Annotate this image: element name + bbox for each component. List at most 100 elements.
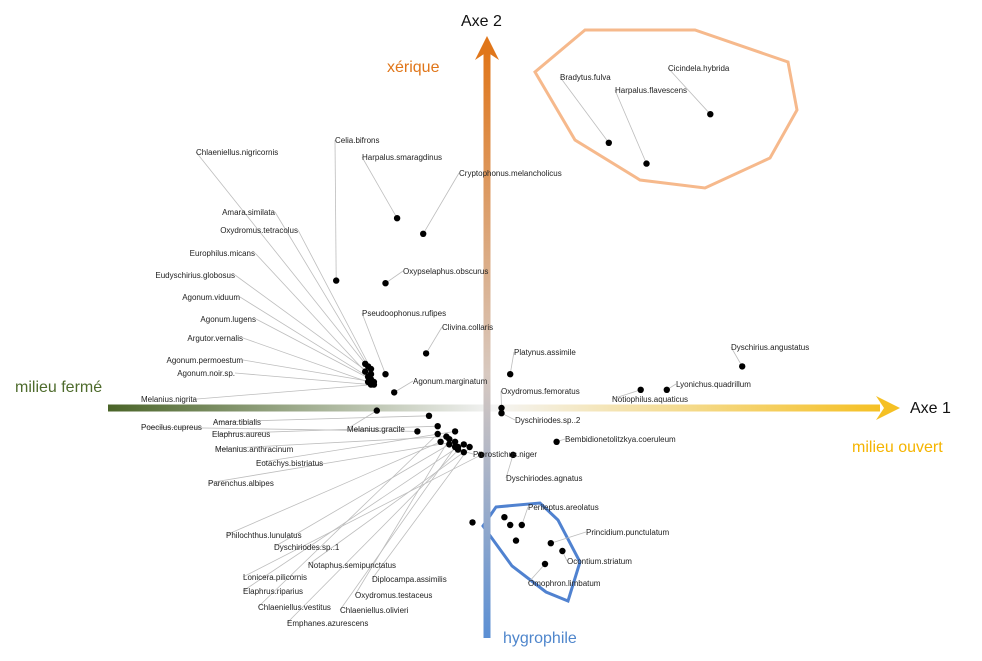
species-label-agonum-marginatum: Agonum.marginatum — [413, 377, 488, 386]
leader-line-diplocampa-assimilis — [371, 446, 470, 580]
leader-line-lonicera-pilicornis — [242, 454, 482, 578]
hygrophile-group-hull — [481, 501, 582, 604]
species-label-oxypselaphus-obscurus: Oxypselaphus.obscurus — [403, 267, 488, 276]
leader-line-harpalus-smaragdinus — [361, 156, 398, 219]
data-point-cryptophonus-melancholicus — [420, 230, 427, 237]
data-points — [333, 111, 746, 568]
leader-line-amara-tibialis — [212, 415, 430, 423]
species-label-agonum-permoestum: Agonum.permoestum — [167, 356, 244, 365]
data-point-melanius-gracile — [373, 407, 380, 414]
leader-line-agonum-noir-sp — [234, 372, 372, 385]
leader-line-dyschirius-angustatus — [730, 346, 743, 367]
species-label-harpalus-flavescens: Harpalus.flavescens — [615, 86, 687, 95]
species-label-oxydromus-femoratus: Oxydromus.femoratus — [501, 387, 580, 396]
data-point-dyschirius-angustatus — [739, 363, 746, 370]
species-label-agonum-lugens: Agonum.lugens — [200, 315, 256, 324]
data-point-europhilus-micans — [362, 368, 369, 375]
species-label-diplocampa-assimilis: Diplocampa.assimilis — [372, 575, 447, 584]
data-point-pseudoophonus-rufipes — [382, 371, 389, 378]
data-point-dyschiriodes-sp-2 — [498, 410, 505, 417]
data-point-amara-tibialis — [425, 412, 433, 419]
leader-line-pseudoophonus-rufipes — [361, 312, 386, 375]
data-point-harpalus-flavescens — [643, 160, 650, 167]
leader-line-philochthus-lunulatus — [225, 441, 441, 536]
leader-line-eotachys-bistriatus — [255, 431, 456, 464]
species-label-dyschirius-angustatus: Dyschirius.angustatus — [731, 343, 809, 352]
data-point-clivina-collaris — [422, 350, 430, 357]
data-point-elaphrus-aureus — [434, 423, 441, 430]
axes — [108, 36, 900, 638]
axis-1-line — [108, 404, 880, 412]
species-label-eudyschirius-globosus: Eudyschirius.globosus — [155, 271, 235, 280]
species-label-europhilus-micans: Europhilus.micans — [190, 249, 255, 258]
species-label-pterostichus-niger: Pterostichus.niger — [473, 450, 537, 459]
data-point-diplocampa-assimilis — [466, 443, 473, 451]
group-hulls — [481, 28, 799, 604]
species-label-agonum-noir-sp: Agonum.noir.sp. — [177, 369, 235, 378]
data-point-perileptus-areolatus — [518, 521, 525, 529]
leader-line-argutor-vernalis — [242, 337, 369, 383]
data-point-unlabelled-a — [501, 514, 508, 521]
leader-line-oxydromus-tetracolus — [297, 229, 372, 370]
species-label-bradytus-fulva: Bradytus.fulva — [560, 73, 611, 82]
species-label-amara-similata: Amara.similata — [222, 208, 275, 217]
species-label-harpalus-smaragdinus: Harpalus.smaragdinus — [362, 153, 442, 162]
leader-line-cryptophonus-melancholicus — [422, 172, 460, 235]
leader-line-cicindela-hybrida — [667, 67, 711, 115]
leader-line-clivina-collaris — [425, 326, 443, 354]
leader-line-celia-bifrons — [334, 139, 337, 281]
leader-line-dyschiriodes-agnatus — [505, 454, 514, 479]
data-point-chlaeniellus-vestitus — [434, 430, 441, 438]
data-point-lonicera-pilicornis — [478, 451, 485, 458]
species-label-lyonichus-quadrillum: Lyonichus.quadrillum — [676, 380, 751, 389]
leader-line-elaphrus-riparius — [242, 446, 459, 592]
data-point-dyschiriodes-agnatus — [509, 451, 517, 458]
species-label-poecilus-cupreus: Poecilus.cupreus — [141, 423, 202, 432]
data-point-oxydromus-femoratus — [498, 404, 505, 412]
axis-2-arrowhead — [475, 36, 499, 60]
data-point-emphanes-azurescens — [460, 441, 467, 448]
axis-1-arrowhead — [876, 396, 900, 420]
species-label-elaphrus-aureus: Elaphrus.aureus — [212, 430, 270, 439]
species-label-melanius-gracile: Melanius.gracile — [347, 425, 405, 434]
species-label-dyschiriodes-sp-2: Dyschiriodes.sp..2 — [515, 416, 581, 425]
data-point-philochthus-lunulatus — [437, 438, 444, 445]
axis-2-title: Axe 2 — [461, 13, 502, 30]
leader-line-chlaeniellus-olivieri — [339, 446, 456, 611]
species-label-agonum-viduum: Agonum.viduum — [182, 293, 240, 302]
leader-line-melanius-gracile — [346, 410, 378, 430]
species-label-philochthus-lunulatus: Philochthus.lunulatus — [226, 531, 302, 540]
data-point-bembidionetolitzkya-coeruleum — [553, 438, 560, 445]
leader-line-poecilus-cupreus — [140, 426, 418, 432]
leader-line-agonum-lugens — [255, 318, 372, 380]
milieu-ferme-pole-label: milieu fermé — [15, 379, 102, 396]
species-label-eotachys-bistriatus: Eotachys.bistriatus — [256, 459, 323, 468]
data-point-melanius-nigrita — [370, 381, 378, 388]
hygrophile-pole-label: hygrophile — [503, 630, 577, 647]
data-point-lyonichus-quadrillum — [663, 386, 670, 393]
data-point-omophron-limbatum — [541, 560, 549, 568]
data-point-chlaeniellus-olivieri — [451, 443, 459, 451]
leader-line-eudyschirius-globosus — [234, 274, 372, 375]
leader-line-elaphrus-aureus — [211, 425, 438, 435]
species-label-platynus-assimile: Platynus.assimile — [514, 348, 576, 357]
data-point-unlabelled-d — [512, 537, 520, 544]
data-point-notaphus-semipunctatus — [460, 449, 467, 456]
species-label-ocontium-striatum: Ocontium.striatum — [567, 557, 632, 566]
data-point-poecilus-cupreus — [414, 428, 421, 435]
data-point-ocontium-striatum — [559, 547, 566, 555]
species-label-notiophilus-aquaticus: Notiophilus.aquaticus — [612, 395, 688, 404]
xerique-pole-label: xérique — [387, 59, 440, 76]
leader-line-agonum-viduum — [239, 296, 369, 378]
label-leader-lines — [140, 67, 743, 624]
axis-2-line — [483, 52, 491, 638]
data-point-oxydromus-testaceus — [446, 436, 453, 443]
species-label-princidium-punctulatum: Princidium.punctulatum — [586, 528, 669, 537]
leader-line-melanius-nigrita — [196, 384, 374, 400]
data-point-platynus-assimile — [507, 371, 514, 378]
species-label-melanius-nigrita: Melanius.nigrita — [141, 395, 198, 404]
data-point-cicindela-hybrida — [707, 111, 714, 118]
species-label-chlaeniellus-olivieri: Chlaeniellus.olivieri — [340, 606, 409, 615]
axis-1-title: Axe 1 — [910, 400, 951, 417]
species-label-amara-tibialis: Amara.tibialis — [213, 418, 261, 427]
